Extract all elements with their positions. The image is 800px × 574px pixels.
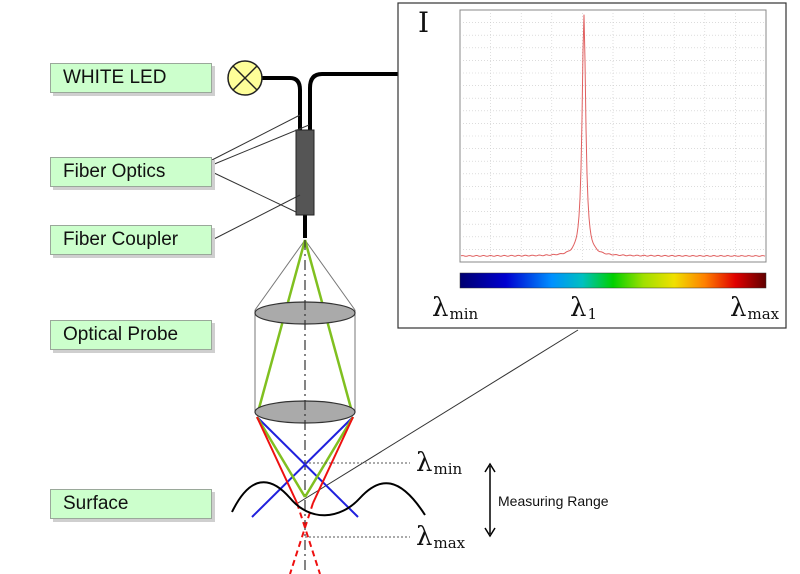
optical-probe-label: Optical Probe: [50, 320, 212, 350]
surface-label: Surface: [50, 489, 212, 519]
spectrum-lambda-min: λmin: [432, 293, 479, 323]
spectrum-peak: [460, 14, 766, 257]
led-symbol: [227, 60, 263, 96]
spectrometer-panel: [397, 2, 787, 329]
led-fiber: [262, 76, 302, 132]
fiber-coupler-text: Fiber Coupler: [63, 229, 179, 250]
probe-cone: [254, 239, 356, 412]
intensity-symbol: I: [418, 6, 430, 39]
blue-rays: [251, 416, 359, 518]
fiber-coupler: [295, 129, 315, 216]
optical-probe-text: Optical Probe: [63, 324, 179, 345]
surface-profile: [231, 481, 426, 517]
spectrometer-fiber: [308, 72, 398, 132]
white-led-label: WHITE LED: [50, 63, 212, 93]
red-rays: [256, 416, 354, 574]
wavelength-color-bar: [459, 272, 767, 289]
surface-text: Surface: [63, 493, 129, 514]
measure-lambda-max: λmax: [416, 522, 466, 552]
fiber-cables: [262, 72, 398, 238]
range-markers: [305, 462, 410, 538]
fiber-optics-text: Fiber Optics: [63, 161, 166, 182]
green-rays-lower: [255, 416, 355, 498]
upper-green-rays: [256, 239, 354, 413]
spectrum-lambda-1: λ1: [570, 293, 598, 323]
spectrum-lambda-max: λmax: [730, 293, 780, 323]
white-led-text: WHITE LED: [63, 67, 167, 88]
measuring-range-label: Measuring Range: [498, 493, 609, 509]
fiber-optics-label: Fiber Optics: [50, 157, 212, 187]
measure-lambda-min: λmin: [416, 448, 463, 478]
spectrum-plot: [459, 9, 767, 263]
leader-lines: [211, 114, 579, 504]
fiber-coupler-label: Fiber Coupler: [50, 225, 212, 255]
range-arrow: [484, 462, 496, 538]
